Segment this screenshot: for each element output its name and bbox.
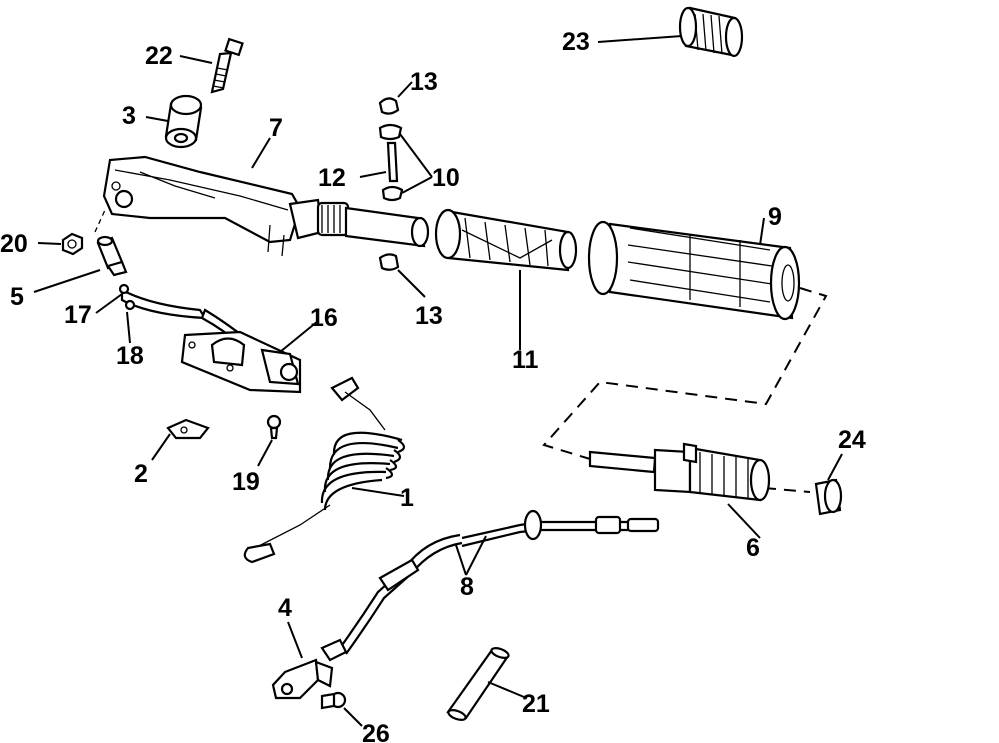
part-2-clip [166,418,210,440]
part-26-screw [320,691,347,710]
callout-17: 17 [64,301,92,329]
part-5-fitting [96,235,128,277]
part-23-knob [678,6,744,58]
part-13-nut-upper [378,97,400,115]
part-6-throttle-shaft [588,442,771,502]
part-13-nut-lower [378,253,400,271]
callout-22: 22 [145,42,173,70]
callout-4: 4 [278,594,292,622]
part-12-pin [386,141,399,183]
assembly-line-6-24 [763,487,811,493]
callout-18: 18 [116,342,144,370]
callout-7: 7 [269,114,283,142]
callout-26: 26 [362,720,390,743]
callout-11: 11 [512,346,539,374]
callout-8: 8 [460,573,474,601]
assembly-line-9-6 [542,287,828,463]
callout-20: 19 [232,468,260,496]
part-21-nut [61,232,84,256]
part-3-bushing [164,94,203,149]
part-24-cap [814,478,843,516]
callout-24: 24 [838,426,866,454]
part-22-bolt [210,37,244,94]
callout-21: 20 [0,230,28,258]
callout-12: 12 [318,164,346,192]
leader-lines [33,35,843,727]
part-1-coil-lanyard [243,376,406,564]
part-4-bracket [271,658,334,700]
callout-10: 10 [432,164,460,192]
callout-3: 3 [122,102,136,130]
part-8-cable [320,509,660,662]
callout-9: 9 [768,203,782,231]
callout-13-upper: 13 [410,68,438,96]
part-7-tiller-arm [102,155,430,257]
callout-6: 6 [746,534,760,562]
part-9-throttle-grip [587,220,801,321]
callout-2: 2 [134,460,148,488]
part-20-screw [266,414,282,440]
callout-23: 23 [562,28,590,56]
callout-5: 5 [10,283,24,311]
callout-16: 16 [310,304,338,332]
part-11-grip-housing [434,208,578,272]
callout-19: 21 [522,690,550,718]
callout-13-lower: 13 [415,302,443,330]
part-16-switch [180,330,302,394]
part-10-washers [378,123,404,202]
part-19-rod [446,647,510,721]
callout-1: 1 [400,484,414,512]
